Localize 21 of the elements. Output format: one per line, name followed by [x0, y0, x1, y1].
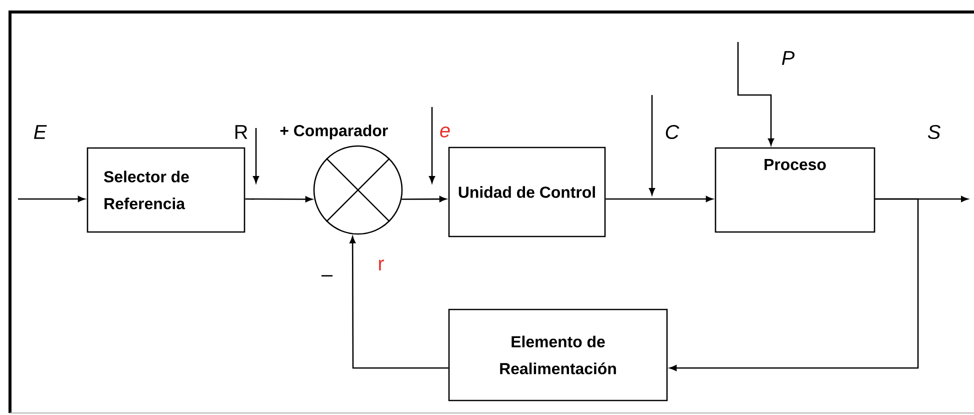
signal-label: r — [379, 260, 384, 270]
signal-label: R — [235, 125, 248, 139]
process-box: Proceso — [714, 147, 876, 233]
arrow — [402, 196, 446, 202]
summing-junction — [313, 145, 403, 235]
process-box: Unidad de Control — [448, 146, 606, 238]
arrow — [606, 196, 713, 202]
arrow — [350, 236, 448, 369]
junction-label: + Comparador — [280, 124, 388, 140]
signal-label: C — [666, 124, 680, 140]
arrow — [245, 196, 312, 202]
process-box: Selector de Referencia — [86, 147, 246, 233]
arrow — [737, 42, 774, 146]
signal-label: S — [928, 124, 940, 140]
signal-label: e — [440, 126, 450, 138]
signal-label: P — [782, 51, 795, 65]
process-box: Elemento de Realimentación — [448, 308, 668, 402]
arrow — [670, 198, 919, 371]
signal-label: E — [34, 125, 47, 139]
arrow — [18, 196, 85, 202]
signal-label: – — [321, 275, 333, 276]
